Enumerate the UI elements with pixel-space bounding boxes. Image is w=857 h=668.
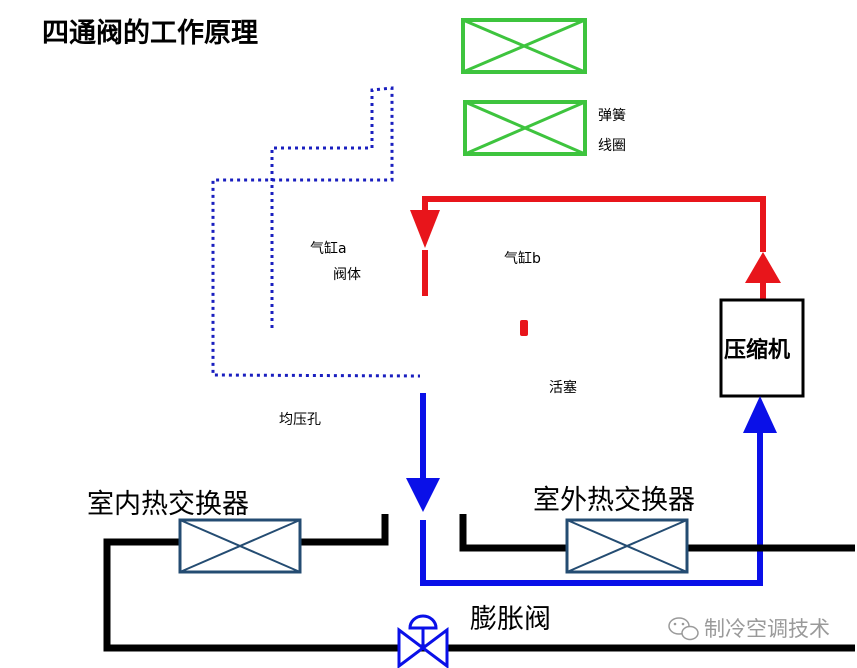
spring-box: [461, 18, 587, 74]
diagram-title: 四通阀的工作原理: [42, 17, 258, 49]
coil-label: 线圈: [598, 138, 626, 154]
expansion-valve-label: 膨胀阀: [470, 604, 551, 635]
cylinder-a-label: 气缸a: [310, 240, 347, 257]
balance-hole-label: 均压孔: [279, 412, 321, 428]
compressor: [719, 298, 805, 398]
capillary-tube-outer: [211, 86, 421, 378]
outdoor-heat-exchanger: [565, 518, 689, 574]
discharge-pipe-red: [410, 196, 781, 300]
expansion-valve: [397, 614, 449, 668]
cylinder-b-label: 气缸b: [504, 250, 541, 267]
suction-pipe-blue: [406, 393, 777, 586]
piston-label: 活塞: [549, 379, 577, 396]
spring-label: 弹簧: [598, 108, 626, 124]
coil-box: [463, 100, 587, 156]
compressor-label: 压缩机: [724, 337, 790, 363]
watermark-text: 制冷空调技术: [704, 617, 830, 641]
indoor-hx-label: 室内热交换器: [87, 489, 249, 520]
wechat-logo-icon: [668, 617, 699, 641]
refrigerant-pipe-black: [103, 514, 855, 652]
piston-marker: [520, 320, 528, 336]
valve-body-label: 阀体: [333, 267, 361, 283]
outdoor-hx-label: 室外热交换器: [533, 485, 695, 516]
indoor-heat-exchanger: [178, 518, 302, 574]
